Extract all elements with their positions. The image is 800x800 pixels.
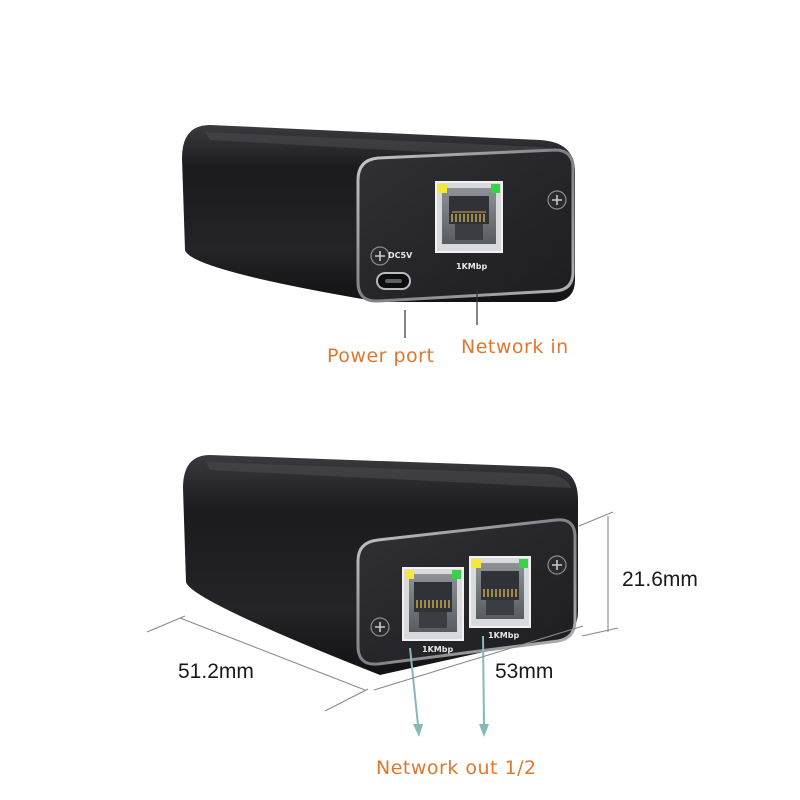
top-device: DC5V 1KMbp [182,125,575,338]
rj45-port-icon [469,556,531,628]
power-port-marking: DC5V [388,251,413,260]
height-dimension-label: 21.6mm [622,568,698,591]
network-out-callout: Network out 1/2 [376,757,537,779]
led-green [519,559,528,568]
screw-icon [370,246,390,266]
out2-speed-marking: 1KMbp [488,631,519,640]
arrow-down-icon [409,647,423,737]
bottom-device-faceplate [356,518,577,666]
network-in-callout: Network in [461,336,569,358]
power-port-callout: Power port [327,345,435,367]
rj45-port-icon [402,567,464,641]
width-dimension-label: 53mm [495,660,554,683]
led-green [491,184,500,193]
arrow-down-icon [479,635,489,737]
screw-icon [547,190,567,210]
led-green [452,570,461,579]
network-in-speed-marking: 1KMbp [456,262,487,271]
length-dimension-label: 51.2mm [178,660,254,683]
usb-c-port-icon [376,272,411,290]
screw-icon [547,555,567,575]
led-yellow [472,559,481,568]
screw-icon [370,617,390,637]
rj45-port-icon [435,181,503,253]
bottom-device: 1KMbp 1KMbp [146,455,619,737]
out1-speed-marking: 1KMbp [422,645,453,654]
dimension-lines [146,511,619,712]
led-yellow [438,184,447,193]
led-yellow [405,570,414,579]
